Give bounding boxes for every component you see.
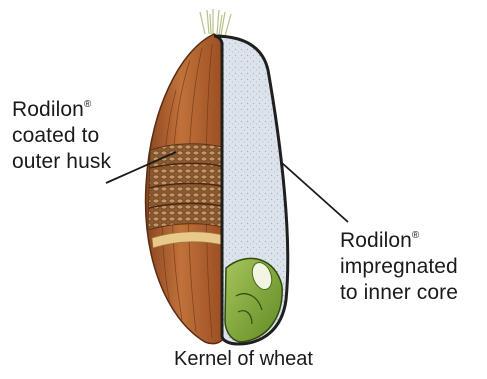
label-outer-line1: Rodilon® — [12, 97, 152, 123]
label-inner-brand: Rodilon — [340, 229, 412, 252]
husk-cell-layers — [148, 144, 226, 230]
label-outer-line2: coated to — [12, 123, 152, 149]
label-inner-line2: impregnated — [340, 254, 487, 280]
label-inner-line3: to inner core — [340, 280, 487, 306]
registered-mark-outer: ® — [84, 99, 91, 110]
label-outer-brand: Rodilon — [12, 98, 84, 121]
leader-line-inner — [282, 163, 348, 222]
label-inner-core: Rodilon® impregnated to inner core — [340, 228, 487, 306]
registered-mark-inner: ® — [412, 230, 419, 241]
label-inner-line1: Rodilon® — [340, 228, 487, 254]
label-outer-line3: outer husk — [12, 149, 152, 175]
diagram-caption: Kernel of wheat — [0, 347, 487, 371]
label-outer-husk: Rodilon® coated to outer husk — [12, 97, 152, 175]
kernel-brush-bristles — [200, 9, 231, 36]
